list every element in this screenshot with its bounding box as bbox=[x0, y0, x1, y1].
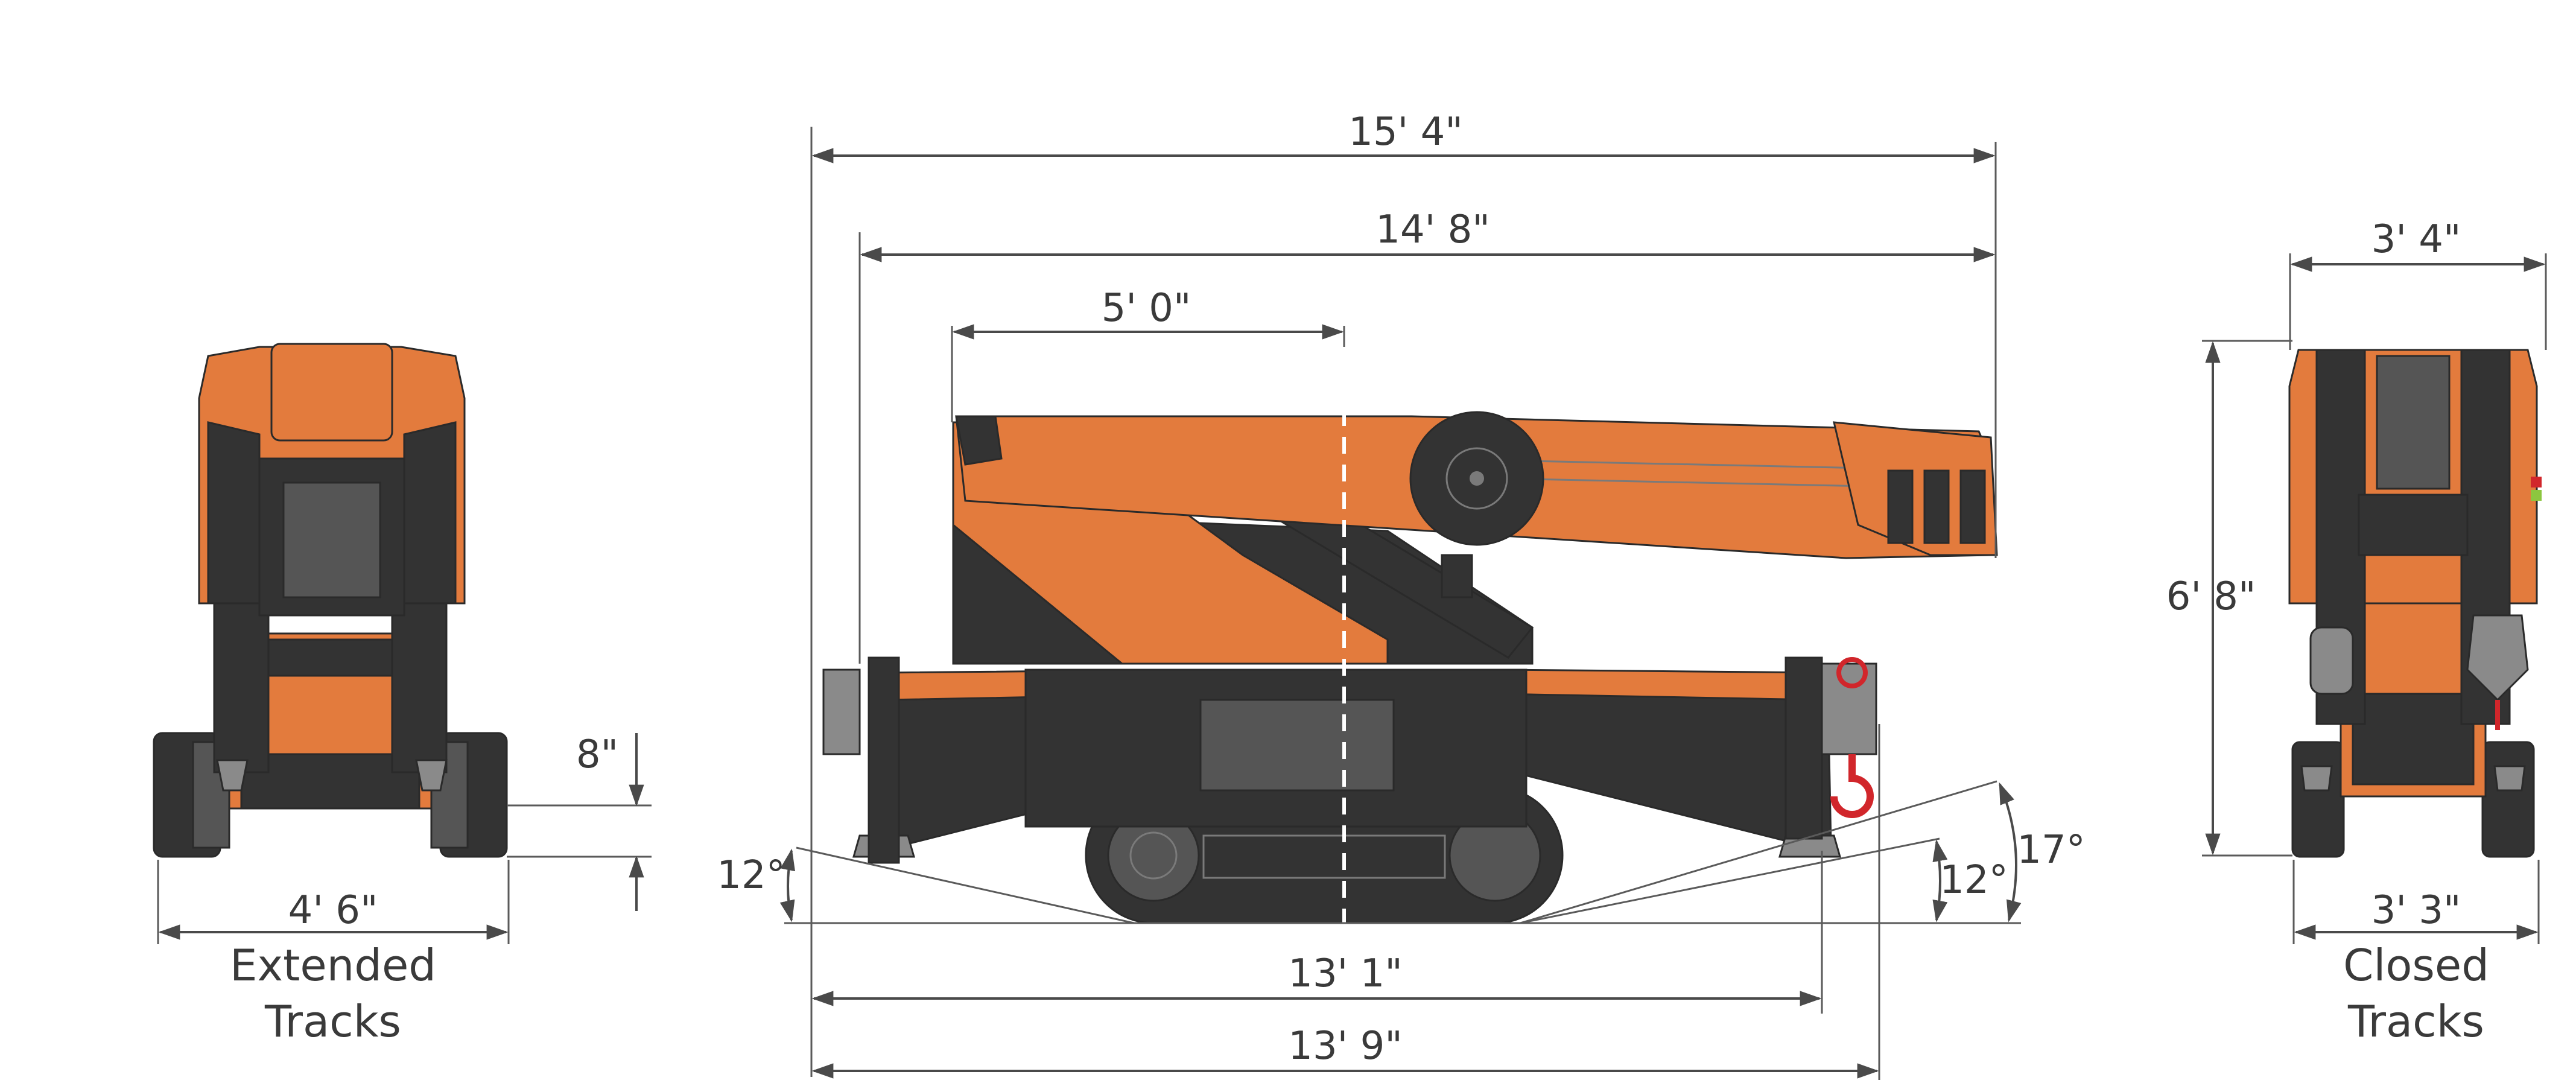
boom-length-label: 14' 8" bbox=[1375, 208, 1490, 252]
track-spread-width-label: 4' 6" bbox=[288, 888, 378, 933]
side-view-dimensions: 15' 4" 14' 8" 5' 0" 12° 12° 17° 13' 1" 1… bbox=[717, 110, 2086, 1080]
extended-caption-line2: Tracks bbox=[264, 996, 401, 1047]
rear-left-track bbox=[2291, 741, 2345, 858]
rear-view-dimensions: 3' 4" 6' 8" 3' 3" Closed Tracks bbox=[2166, 217, 2547, 1047]
height-label: 6' 8" bbox=[2166, 574, 2256, 619]
ground-clearance-label: 8" bbox=[576, 732, 618, 777]
closed-caption-line2: Tracks bbox=[2347, 996, 2484, 1047]
overall-length-label: 15' 4" bbox=[1348, 110, 1463, 154]
extended-caption-line1: Extended bbox=[230, 940, 436, 991]
hook-icon bbox=[1830, 754, 1874, 818]
boom-to-center-label: 5' 0" bbox=[1102, 286, 1191, 331]
approach-angle-label: 12° bbox=[717, 853, 785, 898]
front-view-dimensions: 4' 6" 8" Extended Tracks bbox=[157, 732, 652, 1047]
closed-caption-line1: Closed bbox=[2343, 940, 2489, 991]
top-width-label: 3' 4" bbox=[2371, 217, 2461, 262]
front-view-extended-tracks bbox=[153, 343, 508, 858]
departure-angle-low-label: 12° bbox=[1940, 858, 2008, 903]
track-closed-width-label: 3' 3" bbox=[2371, 888, 2461, 933]
side-view-crane bbox=[822, 411, 1998, 924]
total-base-length-label: 13' 9" bbox=[1288, 1024, 1403, 1068]
base-length-label: 13' 1" bbox=[1288, 951, 1403, 996]
departure-angle-high-label: 17° bbox=[2017, 828, 2085, 872]
rear-right-track bbox=[2481, 741, 2535, 858]
rear-view-closed-tracks bbox=[2288, 349, 2542, 858]
